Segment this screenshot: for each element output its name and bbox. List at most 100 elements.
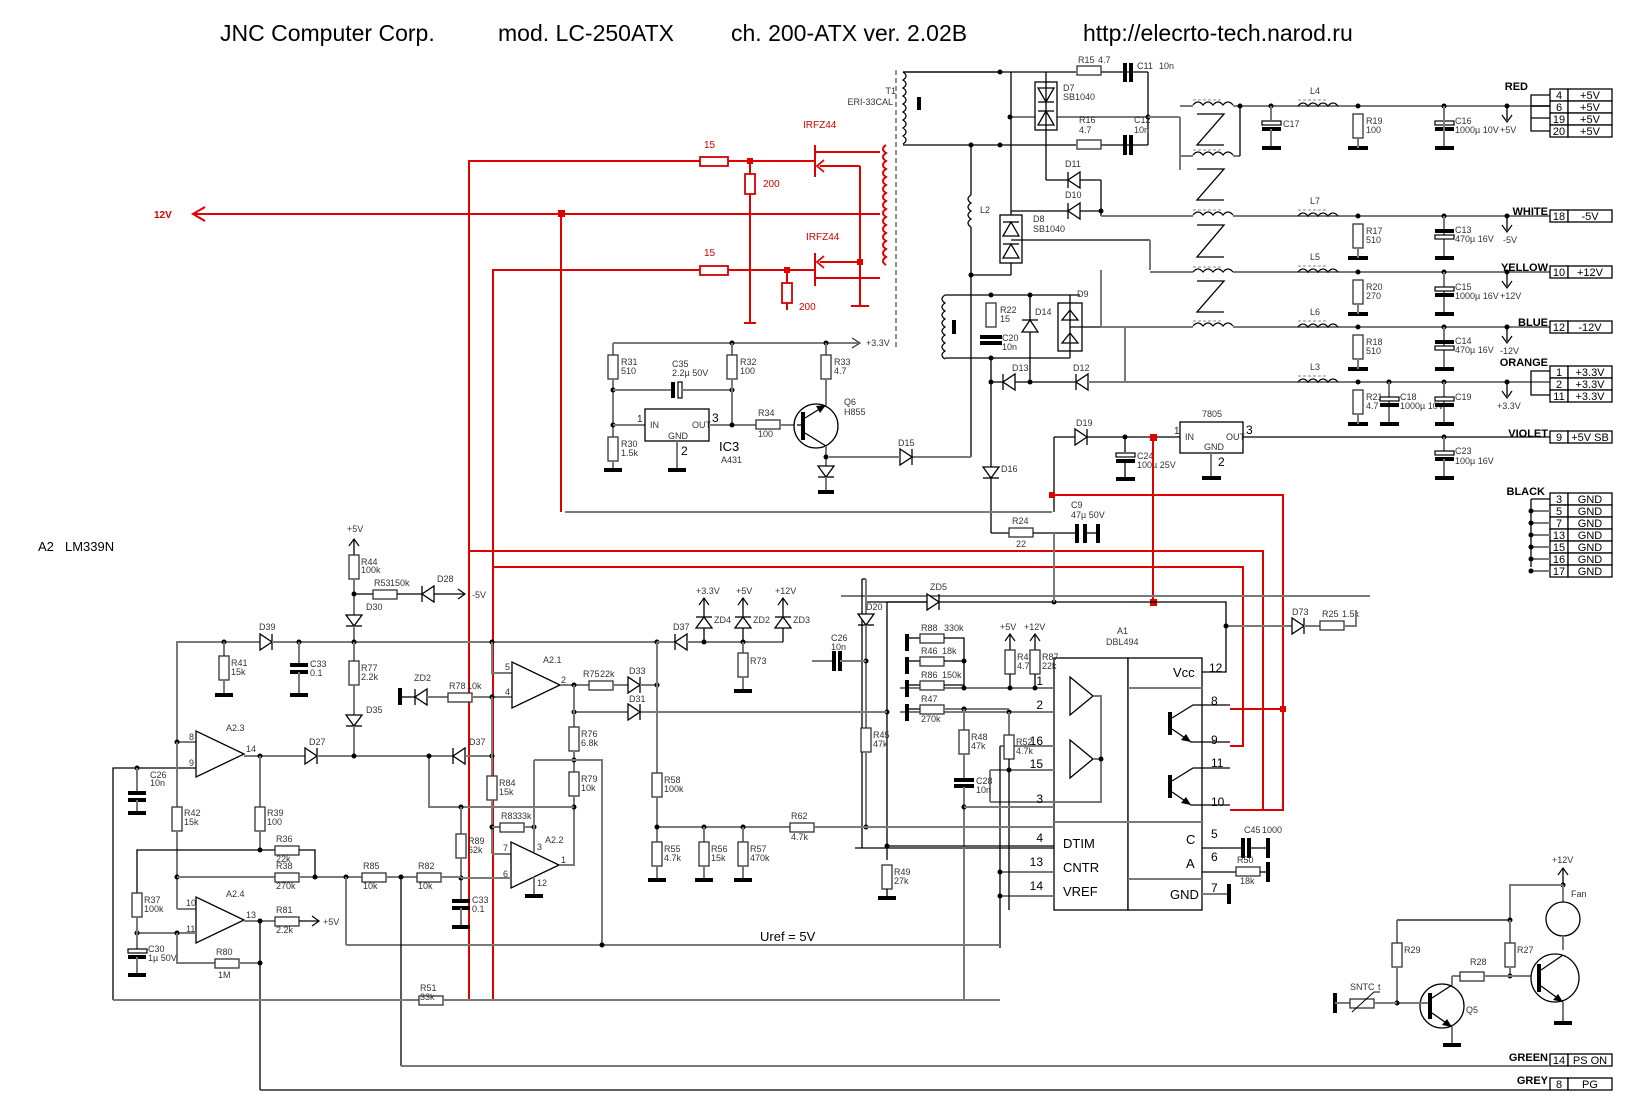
regulator-7805 [1179,421,1244,454]
pin-name: GND [1578,554,1603,566]
a22-pin3: 3 [537,842,542,852]
r79-value: 10k [581,783,596,793]
pin-number: 9 [1556,432,1562,444]
fan-driver-transistor [1530,953,1580,1003]
pin-name: +3.3V [1575,391,1605,403]
r48-value: 47k [971,741,986,751]
manufacturer-title: JNC Computer Corp. [220,20,435,46]
l3-inductor [1297,378,1339,384]
a1-pin2: 2 [1036,698,1043,712]
mod-r-gate1-label: 15 [704,140,716,151]
zd4-label: ZD4 [714,615,731,625]
c33a-value: 0.1 [310,668,323,678]
r82-label: R82 [418,861,435,871]
zd4-zener [694,615,714,629]
r18-resistor [1352,334,1364,360]
r41-value: 15k [231,667,246,677]
r38-value: 270k [276,881,296,891]
r39-label: R39 [267,808,284,818]
pin-number: 5 [1556,506,1562,518]
pin-vcc-label: Vcc [1173,665,1195,680]
c24-label: C24 [1137,451,1154,461]
a21-comparator [511,660,562,710]
r53-label: R53 [374,578,391,588]
r27-resistor [1504,942,1516,968]
a24-pin11: 11 [186,924,195,934]
r21-label: R21 [1366,392,1383,402]
connector-pin-18: 18 -5V [1549,209,1613,223]
c28-label: C28 [976,776,993,786]
error-amp-1 [1069,675,1095,717]
a1-label: A1 [1117,626,1128,636]
r75-resistor [588,680,614,691]
a1-right-block [1127,657,1203,911]
v5-label: +5V [736,586,752,596]
r78-label: R78 [449,681,466,691]
r78-value: 10k [467,681,482,691]
mod-winding [882,144,888,266]
r78-resistor [447,692,473,703]
r57-value: 470k [750,853,770,863]
reg-3v3-section: +3.3V R31 510 C35 2.2µ 50V R32 100 IN OU… [604,337,890,494]
regulator-pin1: 1 [1174,426,1180,437]
c12-label: C12 [1134,115,1151,125]
r16-resistor [1076,139,1102,150]
wire-yellow-label: YELLOW [1501,262,1549,274]
v5-top-label: +5V [347,524,363,534]
r57-label: R57 [750,844,767,854]
pin-number: 8 [1556,1079,1562,1091]
d9-label: D9 [1077,289,1089,299]
pin-number: 12 [1553,322,1565,334]
r88-label: R88 [921,623,938,633]
a1-part: DBL494 [1106,637,1139,647]
c18-capacitor [1379,396,1400,402]
zd2a-label: ZD2 [414,673,431,683]
r45-value: 47k [873,739,888,749]
r30-resistor [607,436,619,462]
r77-resistor [348,660,360,686]
regulator-in-label: IN [1185,432,1194,442]
d37b-diode [451,746,466,766]
regulator-pin3: 3 [1246,423,1253,437]
l2-label: L2 [980,205,990,215]
r47-resistor [919,704,945,715]
a1-pin3: 3 [1036,792,1043,806]
a2-part-label: LM339N [65,539,114,554]
connector-pin-2: 2 +3.3V [1549,377,1613,391]
c11-value: 10n [1159,61,1174,71]
r77-label: R77 [361,663,378,673]
zd5-label: ZD5 [930,582,947,592]
q5-label: Q5 [1466,1005,1478,1015]
v-p5-label: +5V [1500,125,1516,135]
r20-label: R20 [1366,282,1383,292]
l7-inductor [1297,212,1339,218]
pin-number: 7 [1556,518,1562,530]
v-m12-label: -12V [1500,346,1519,356]
r79-resistor [568,771,580,797]
a22-pin12: 12 [537,878,547,888]
d19-diode [1074,427,1089,447]
d17-diode [816,465,836,479]
r87-resistor [1029,649,1041,675]
r73-label: R73 [750,656,767,666]
a22-label: A2.2 [545,835,564,845]
c12-value: 10n [1134,125,1149,135]
d73-label: D73 [1292,607,1309,617]
c15-label: C15 [1455,282,1472,292]
r87-value: 22k [1042,661,1057,671]
connector-pin-8: 8 PG [1549,1077,1613,1091]
r32-label: R32 [740,357,757,367]
pin-cntr-label: CNTR [1063,860,1099,875]
wire-black-label: BLACK [1507,486,1546,498]
a21-label: A2.1 [543,655,562,665]
a1-pin13: 13 [1030,855,1044,869]
d27-label: D27 [309,737,326,747]
r56-value: 15k [711,853,726,863]
r29-label: R29 [1404,945,1421,955]
wire-violet-label: VIOLET [1508,428,1548,440]
pin-c-label: C [1186,832,1195,847]
r82-value: 10k [418,881,433,891]
r50-resistor [1235,866,1261,877]
a21-pin4: 4 [505,687,510,697]
ic3-label: IC3 [719,439,739,454]
